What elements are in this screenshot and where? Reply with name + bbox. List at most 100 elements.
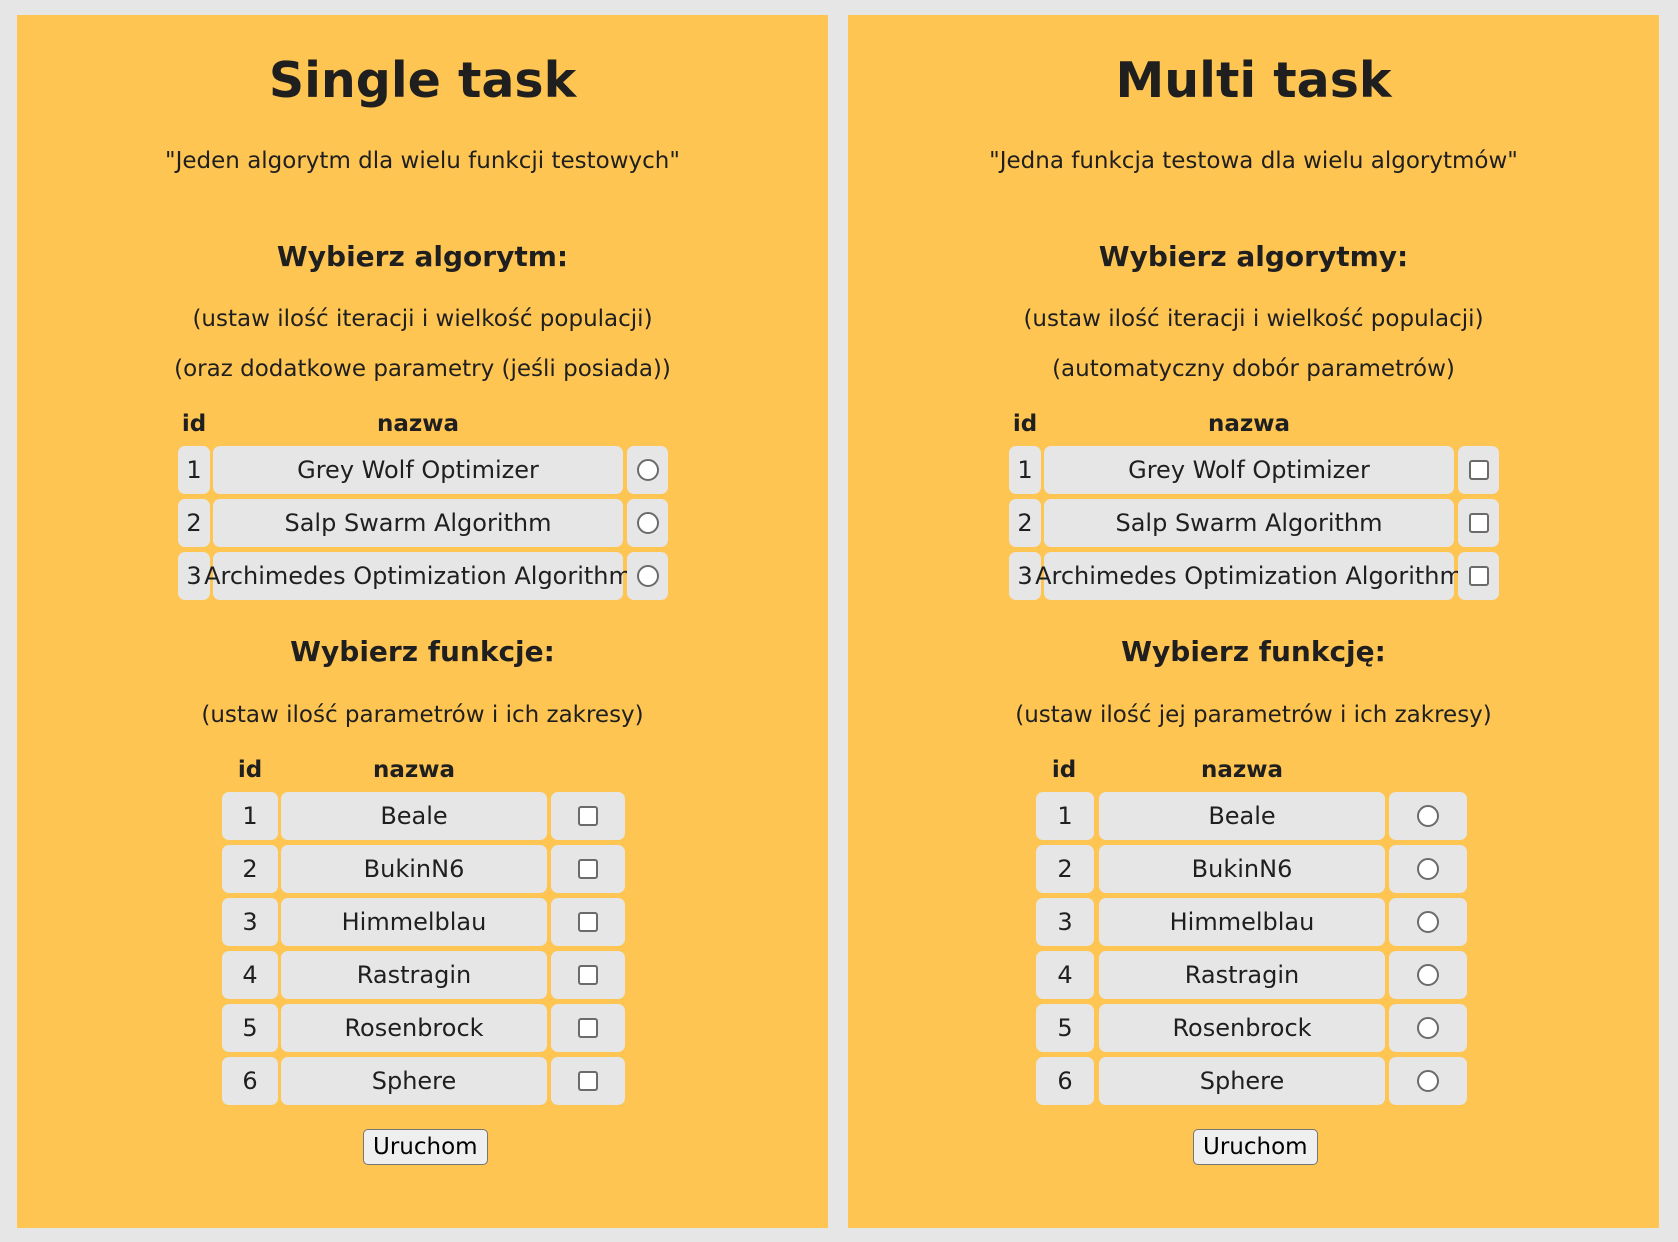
algorithms-heading: Wybierz algorytmy:: [1098, 240, 1409, 273]
row-select-cell: [1389, 951, 1467, 999]
row-name-cell: Sphere: [281, 1057, 547, 1105]
row-select-cell: [551, 1004, 625, 1052]
algorithm-col-name: nazwa: [1207, 411, 1291, 437]
algorithm-col-id: id: [181, 411, 207, 437]
row-id-cell: 2: [1009, 499, 1041, 547]
run-button[interactable]: Uruchom: [363, 1129, 488, 1165]
row-name: Rosenbrock: [1172, 1014, 1312, 1042]
radio-button[interactable]: [1417, 964, 1439, 986]
row-id: 2: [1017, 509, 1033, 537]
row-name: Archimedes Optimization Algorithm: [1035, 562, 1463, 590]
multi-task-panel: Multi task "Jedna funkcja testowa dla wi…: [848, 15, 1659, 1228]
function-heading: Wybierz funkcje:: [290, 635, 555, 668]
function-heading: Wybierz funkcję:: [1121, 635, 1386, 668]
row-name-cell: Rosenbrock: [1099, 1004, 1385, 1052]
row-name: Beale: [380, 802, 448, 830]
algorithms-note-1: (ustaw ilość iteracji i wielkość populac…: [1023, 306, 1484, 332]
row-name-cell: Himmelblau: [1099, 898, 1385, 946]
checkbox[interactable]: [578, 1018, 598, 1038]
row-name: Salp Swarm Algorithm: [1115, 509, 1383, 537]
row-select-cell: [1389, 898, 1467, 946]
function-note: (ustaw ilość parametrów i ich zakresy): [201, 702, 644, 728]
row-name-cell: Rosenbrock: [281, 1004, 547, 1052]
checkbox[interactable]: [578, 1071, 598, 1091]
row-name-cell: Grey Wolf Optimizer: [1044, 446, 1454, 494]
row-id-cell: 3: [1036, 898, 1094, 946]
row-id: 3: [1017, 562, 1033, 590]
row-select-cell: [627, 446, 668, 494]
row-name: Sphere: [1199, 1067, 1285, 1095]
row-id: 1: [242, 802, 258, 830]
row-select-cell: [551, 792, 625, 840]
algorithms-note-2: (automatyczny dobór parametrów): [1052, 356, 1455, 382]
row-select-cell: [627, 499, 668, 547]
radio-button[interactable]: [636, 565, 659, 587]
row-id-cell: 3: [1009, 552, 1041, 600]
radio-button[interactable]: [1417, 1017, 1439, 1039]
checkbox[interactable]: [578, 912, 598, 932]
checkbox[interactable]: [578, 859, 598, 879]
single-task-panel: Single task "Jeden algorytm dla wielu fu…: [17, 15, 828, 1228]
function-col-id: id: [237, 757, 263, 783]
row-name: Sphere: [371, 1067, 457, 1095]
row-id: 1: [1057, 802, 1073, 830]
row-id: 2: [1057, 855, 1073, 883]
row-id: 3: [186, 562, 202, 590]
row-id-cell: 5: [222, 1004, 278, 1052]
row-id-cell: 6: [222, 1057, 278, 1105]
row-id: 5: [1057, 1014, 1073, 1042]
algorithm-heading: Wybierz algorytm:: [276, 240, 569, 273]
row-id: 2: [186, 509, 202, 537]
run-button[interactable]: Uruchom: [1193, 1129, 1318, 1165]
row-name: Rosenbrock: [344, 1014, 484, 1042]
row-name: Himmelblau: [341, 908, 487, 936]
row-select-cell: [551, 1057, 625, 1105]
row-name: Grey Wolf Optimizer: [1128, 456, 1370, 484]
radio-button[interactable]: [1417, 1070, 1439, 1092]
row-name-cell: Salp Swarm Algorithm: [213, 499, 623, 547]
row-name: Rastragin: [1184, 961, 1300, 989]
row-name-cell: BukinN6: [1099, 845, 1385, 893]
row-select-cell: [1389, 792, 1467, 840]
row-select-cell: [551, 898, 625, 946]
row-id: 2: [242, 855, 258, 883]
checkbox[interactable]: [1468, 566, 1489, 586]
row-select-cell: [1389, 1004, 1467, 1052]
row-id: 4: [1057, 961, 1073, 989]
row-name-cell: Salp Swarm Algorithm: [1044, 499, 1454, 547]
row-name-cell: Sphere: [1099, 1057, 1385, 1105]
row-id: 1: [1017, 456, 1033, 484]
row-name: Salp Swarm Algorithm: [284, 509, 552, 537]
radio-button[interactable]: [636, 512, 659, 534]
row-id-cell: 6: [1036, 1057, 1094, 1105]
row-select-cell: [1458, 446, 1499, 494]
function-note: (ustaw ilość jej parametrów i ich zakres…: [1015, 702, 1492, 728]
row-select-cell: [551, 845, 625, 893]
checkbox[interactable]: [1468, 513, 1489, 533]
algorithm-col-name: nazwa: [376, 411, 460, 437]
row-id-cell: 1: [178, 446, 210, 494]
radio-button[interactable]: [1417, 805, 1439, 827]
radio-button[interactable]: [1417, 911, 1439, 933]
row-select-cell: [1458, 552, 1499, 600]
row-id-cell: 3: [178, 552, 210, 600]
multi-task-title: Multi task: [1115, 52, 1392, 109]
row-name-cell: BukinN6: [281, 845, 547, 893]
row-id-cell: 1: [1036, 792, 1094, 840]
row-select-cell: [1389, 845, 1467, 893]
checkbox[interactable]: [578, 965, 598, 985]
row-id: 6: [242, 1067, 258, 1095]
row-name: Beale: [1208, 802, 1276, 830]
row-select-cell: [551, 951, 625, 999]
radio-button[interactable]: [1417, 858, 1439, 880]
row-id: 4: [242, 961, 258, 989]
function-col-id: id: [1051, 757, 1077, 783]
algorithm-col-id: id: [1012, 411, 1038, 437]
radio-button[interactable]: [636, 459, 659, 481]
row-select-cell: [627, 552, 668, 600]
row-name: Rastragin: [356, 961, 472, 989]
row-name: Grey Wolf Optimizer: [297, 456, 539, 484]
checkbox[interactable]: [578, 806, 598, 826]
checkbox[interactable]: [1468, 460, 1489, 480]
row-name-cell: Beale: [1099, 792, 1385, 840]
